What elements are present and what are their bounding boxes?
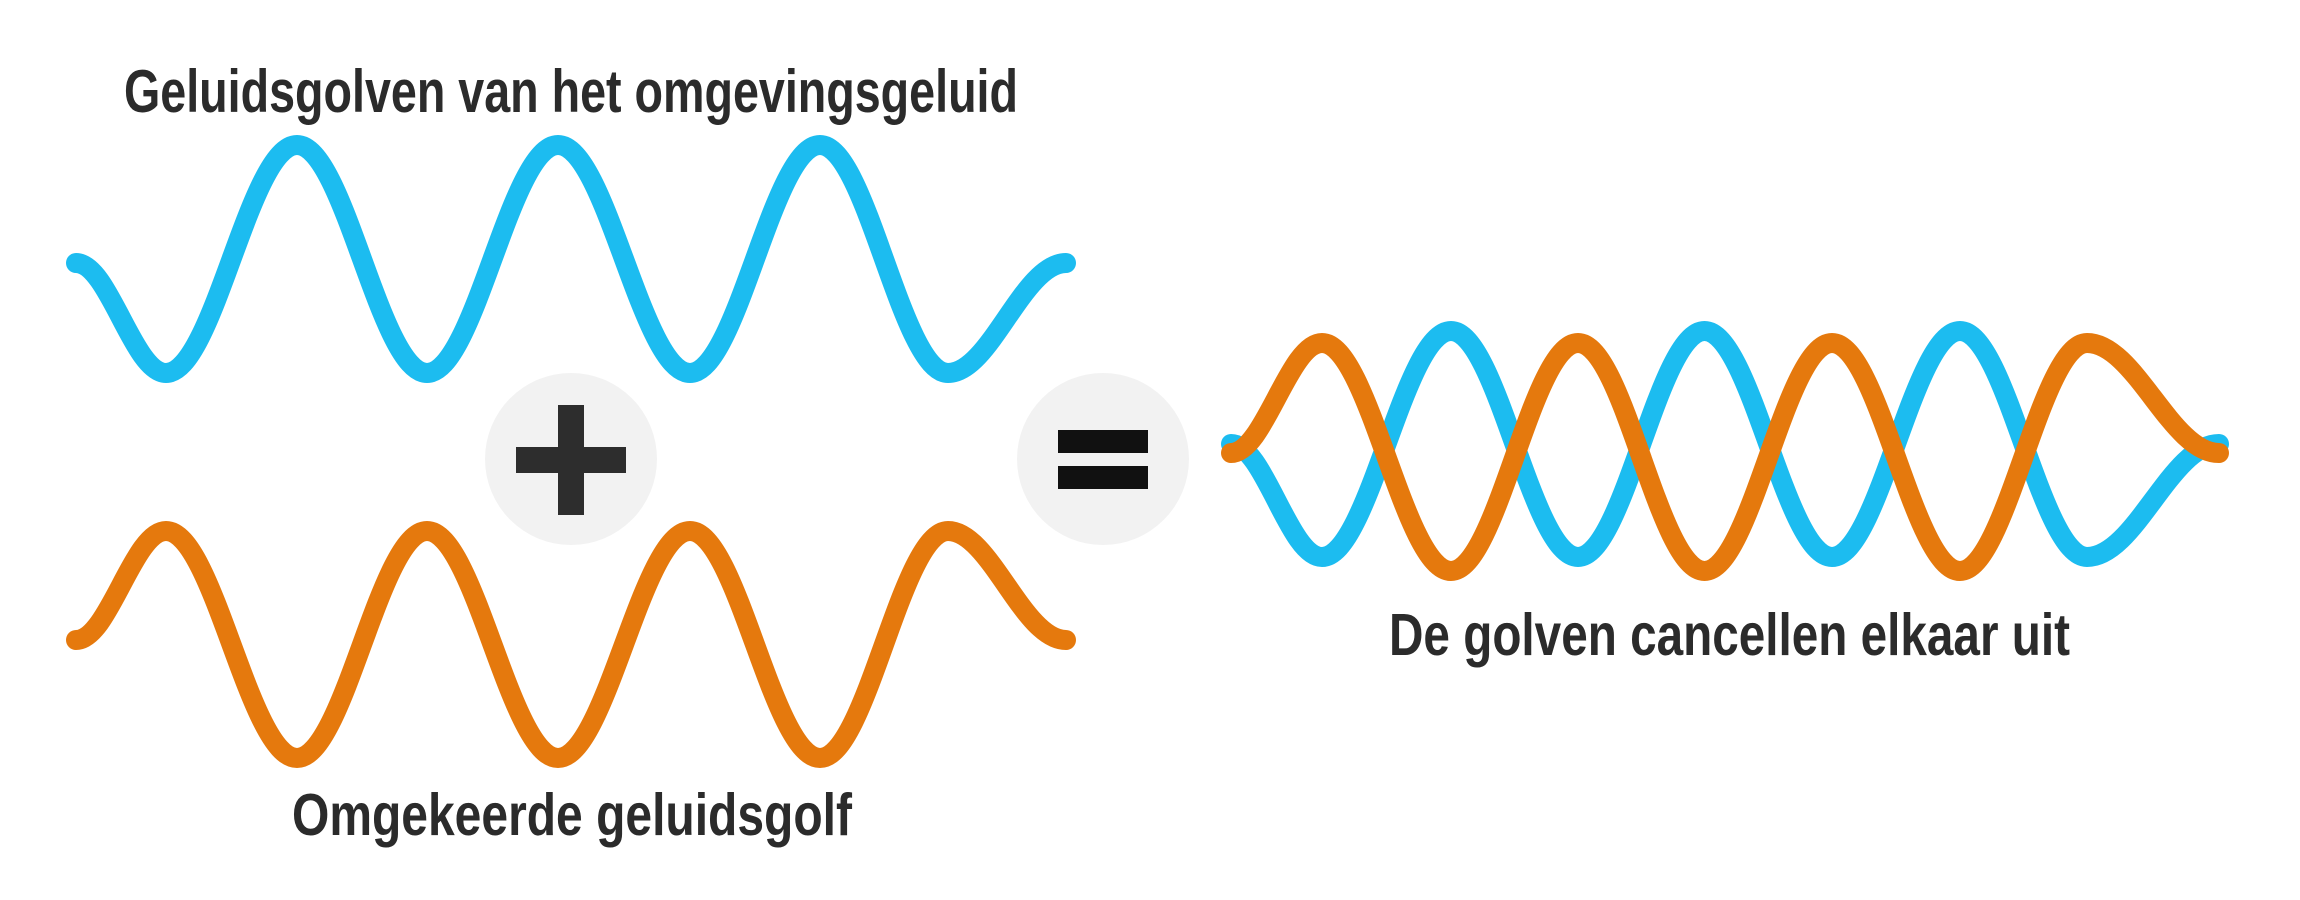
- svg-text:Omgekeerde geluidsgolf: Omgekeerde geluidsgolf: [292, 782, 852, 848]
- svg-text:Geluidsgolven van het omgeving: Geluidsgolven van het omgevingsgeluid: [124, 58, 1018, 125]
- svg-text:De golven cancellen elkaar uit: De golven cancellen elkaar uit: [1389, 602, 2070, 668]
